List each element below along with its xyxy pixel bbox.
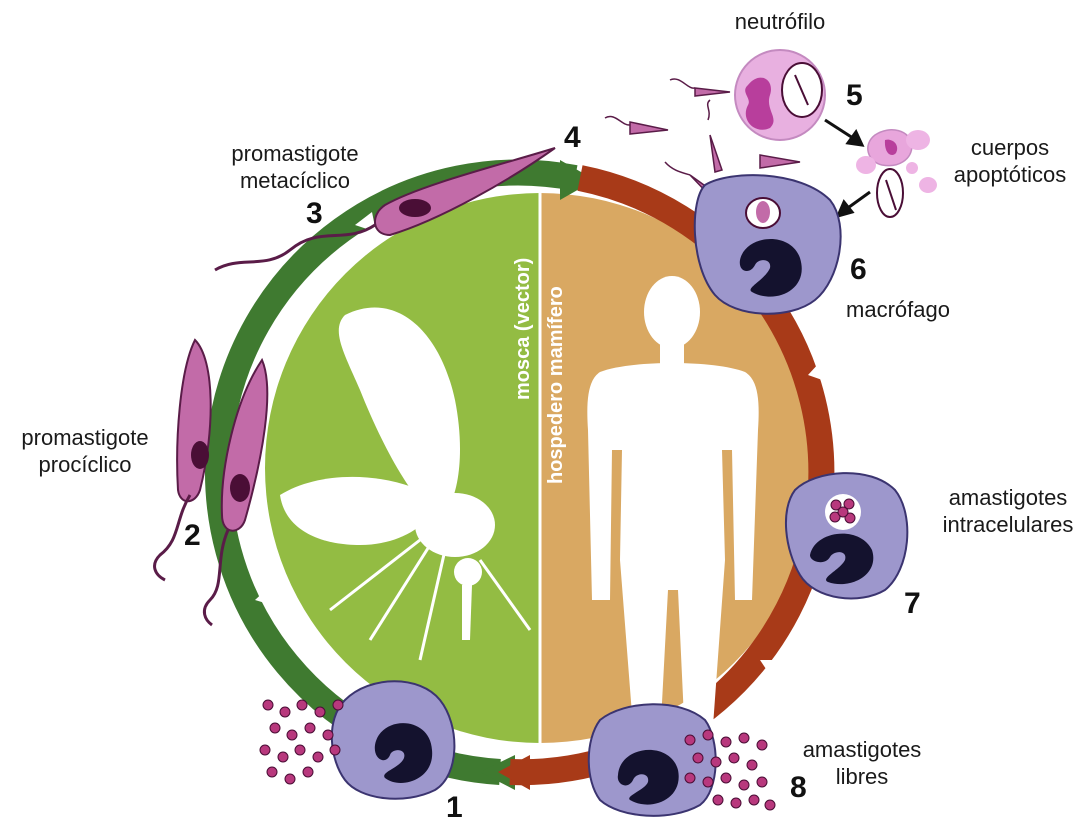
step-6: 6 [850, 254, 867, 286]
step-5: 5 [846, 80, 863, 112]
apoptotic-bodies-label: cuerpos apoptóticos [935, 134, 1085, 188]
step-3: 3 [306, 198, 323, 230]
macrophage-label: macrófago [828, 296, 968, 323]
apoptotic-bodies [856, 130, 937, 217]
macrophage-7 [786, 473, 907, 598]
neutrophil-label: neutrófilo [720, 8, 840, 35]
step-8: 8 [790, 772, 807, 804]
neutrophil [735, 50, 825, 140]
macrophage-6 [695, 175, 841, 314]
step-7: 7 [904, 588, 921, 620]
step-4: 4 [564, 122, 581, 154]
procyclic-promastigote-label: promastigote procíclico [0, 424, 170, 478]
intracellular-amastigotes-label: amastigotes intracelulares [928, 484, 1088, 538]
step-2: 2 [184, 520, 201, 552]
step-1: 1 [446, 792, 463, 824]
host-half-label: hospedero mamífero [545, 286, 568, 484]
vector-half-label: mosca (vector) [512, 258, 535, 400]
metacyclic-promastigote-label: promastigote metacíclico [200, 140, 390, 194]
macrophage-1 [332, 681, 455, 798]
